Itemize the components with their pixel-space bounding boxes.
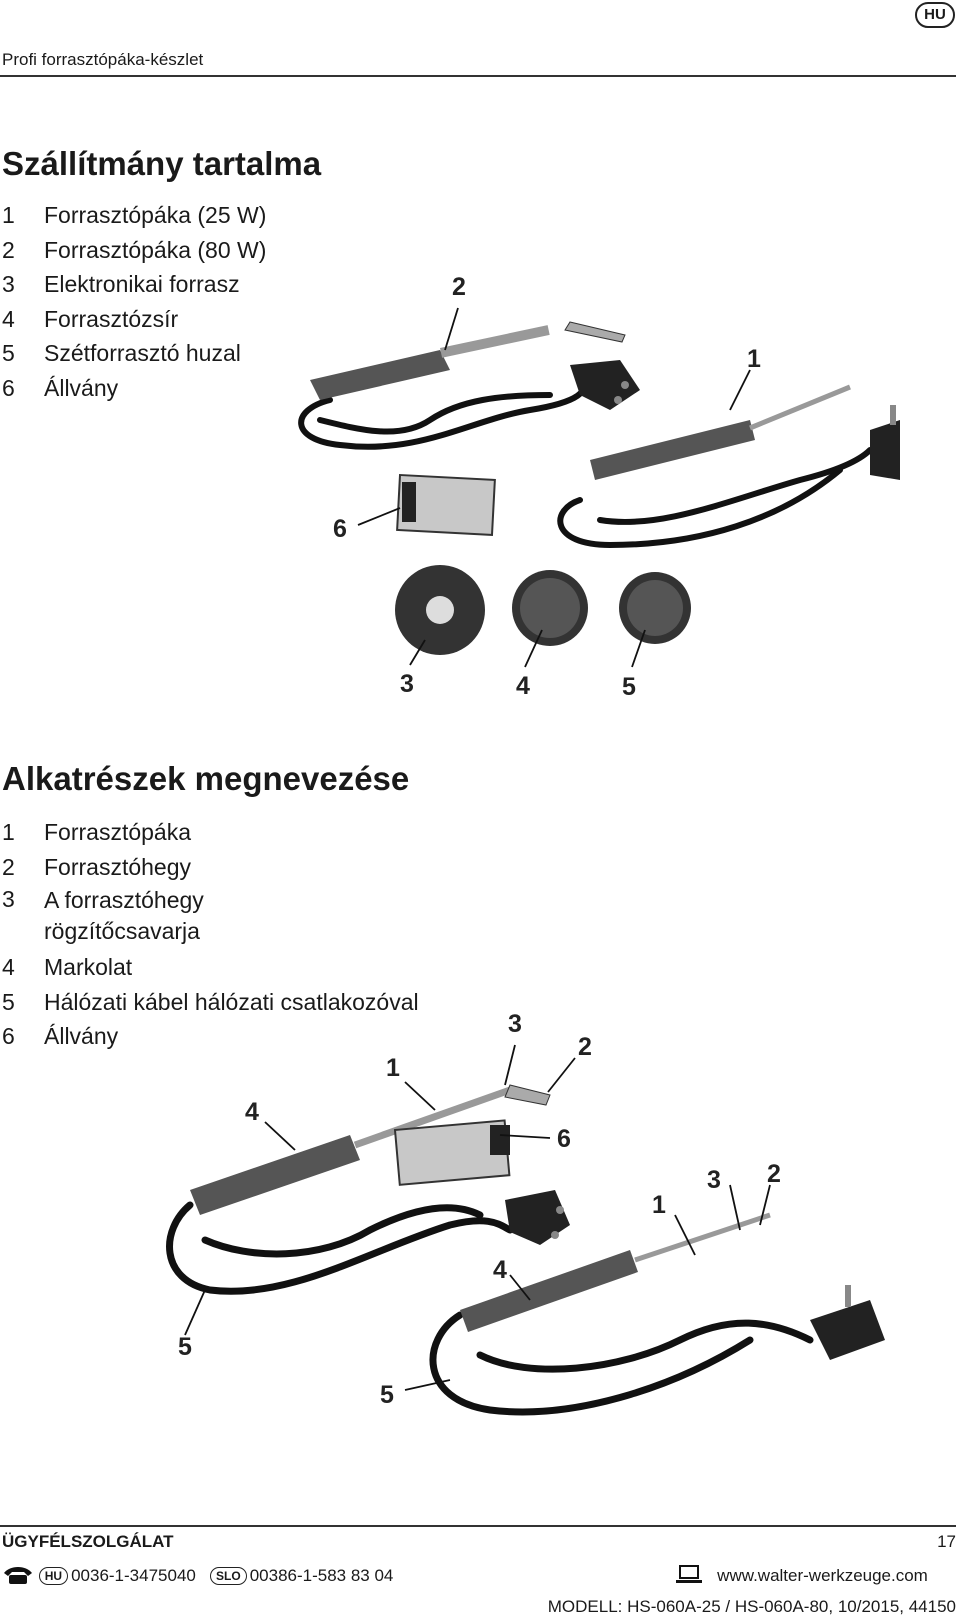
parts-heading: Alkatrészek megnevezése [2, 760, 410, 797]
callout-parts-4: 4 [245, 1098, 259, 1126]
callout-1: 1 [747, 345, 761, 373]
solder-reel [395, 565, 485, 655]
flux-tin [512, 570, 588, 646]
parts-illustration: 1 3 2 4 6 5 1 3 2 4 5 [166, 1010, 885, 1416]
hu-badge: HU [38, 1567, 69, 1585]
service-label: ÜGYFÉLSZOLGÁLAT [2, 1532, 174, 1551]
callout-6: 6 [333, 515, 347, 543]
callout-parts-5b: 5 [380, 1381, 394, 1409]
iron-small [460, 1212, 771, 1332]
callout-parts-4b: 4 [493, 1256, 507, 1284]
slo-badge: SLO [210, 1567, 247, 1585]
phone-icon [4, 1567, 32, 1584]
callout-3: 3 [400, 670, 414, 698]
desolder-wick [619, 572, 691, 644]
callout-parts-2: 2 [578, 1033, 592, 1061]
iron-80w [310, 321, 626, 400]
laptop-icon [676, 1565, 702, 1583]
model-line: MODELL: HS-060A-25 / HS-060A-80, 10/2015… [547, 1597, 956, 1616]
slo-phone: 00386-1-583 83 04 [249, 1566, 394, 1585]
callout-4: 4 [516, 672, 530, 700]
stand [396, 473, 496, 536]
callout-parts-5: 5 [178, 1333, 192, 1361]
callout-5: 5 [622, 673, 636, 701]
callout-2: 2 [452, 273, 466, 301]
page-number: 17 [937, 1532, 956, 1551]
web-line: www.walter-werkzeuge.com [675, 1565, 928, 1586]
callout-parts-2b: 2 [767, 1160, 781, 1188]
callout-parts-6: 6 [557, 1125, 571, 1153]
iron-25w [590, 384, 851, 480]
plug-4 [810, 1285, 885, 1360]
callout-parts-1b: 1 [652, 1191, 666, 1219]
callout-parts-3: 3 [508, 1010, 522, 1038]
callout-parts-1: 1 [386, 1054, 400, 1082]
scope-illustration: 2 1 6 3 4 5 [298, 273, 900, 701]
plug-1 [570, 360, 640, 410]
stand-2 [393, 1119, 511, 1186]
language-badge: HU [915, 2, 955, 28]
plug-3 [505, 1190, 570, 1245]
callout-parts-3b: 3 [707, 1166, 721, 1194]
header-title: Profi forrasztópáka-készlet [2, 50, 204, 69]
scope-heading: Szállítmány tartalma [2, 145, 322, 182]
header-rule [0, 75, 956, 77]
iron-large [190, 1084, 551, 1215]
plug-2 [870, 405, 900, 480]
footer-rule [0, 1525, 956, 1527]
hu-phone: 0036-1-3475040 [71, 1566, 196, 1585]
website-link[interactable]: www.walter-werkzeuge.com [717, 1566, 928, 1585]
